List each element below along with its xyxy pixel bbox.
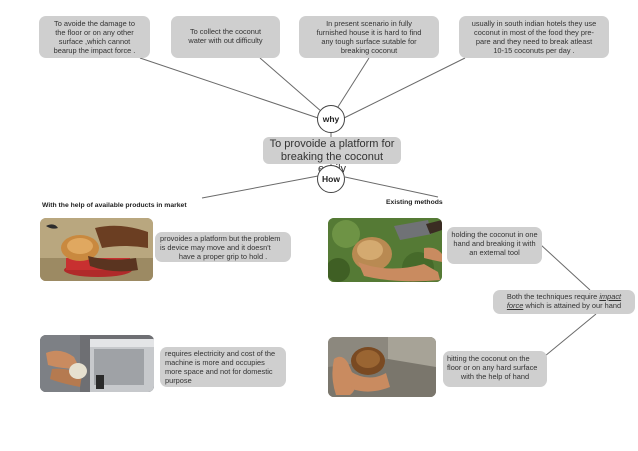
connector-method1-conclusion (540, 244, 591, 291)
why-node: why (317, 105, 345, 133)
product-1-description: provoides a platform but the problem is … (155, 232, 291, 262)
connector-why-reason-2 (259, 57, 323, 113)
connector-method2-conclusion (544, 313, 597, 357)
photo-coconut-machine (40, 335, 154, 392)
method-2-description: hitting the coconut on the floor or on a… (443, 351, 547, 387)
how-node: How (317, 165, 345, 193)
connector-how-left (201, 175, 319, 199)
left-column-heading: With the help of available products in m… (42, 202, 187, 209)
main-goal-box: To provoide a platform for breaking the … (263, 137, 401, 175)
photo-coconut-hit-on-floor (328, 337, 436, 397)
method-1-description: holding the coconut in one hand and brea… (447, 227, 542, 264)
reason-box-hotels: usually in south indian hotels they use … (459, 16, 609, 58)
connector-how-right (344, 176, 439, 198)
connector-why-reason-1 (139, 57, 319, 119)
connector-why-reason-3 (335, 57, 370, 111)
reason-box-furnished-house: In present scenario in fully furnished h… (299, 16, 439, 58)
right-column-heading: Existing methods (386, 199, 443, 206)
photo-coconut-hand-tool (328, 218, 442, 282)
connector-why-reason-4 (343, 57, 466, 119)
conclusion-box: Both the techniques require impact force… (493, 290, 635, 314)
reason-box-damage: To avoide the damage to the floor or on … (39, 16, 150, 58)
reason-box-water: To collect the coconut water with out di… (171, 16, 280, 58)
photo-coconut-platform-device (40, 218, 153, 281)
product-2-description: requires electricity and cost of the mac… (160, 347, 286, 387)
